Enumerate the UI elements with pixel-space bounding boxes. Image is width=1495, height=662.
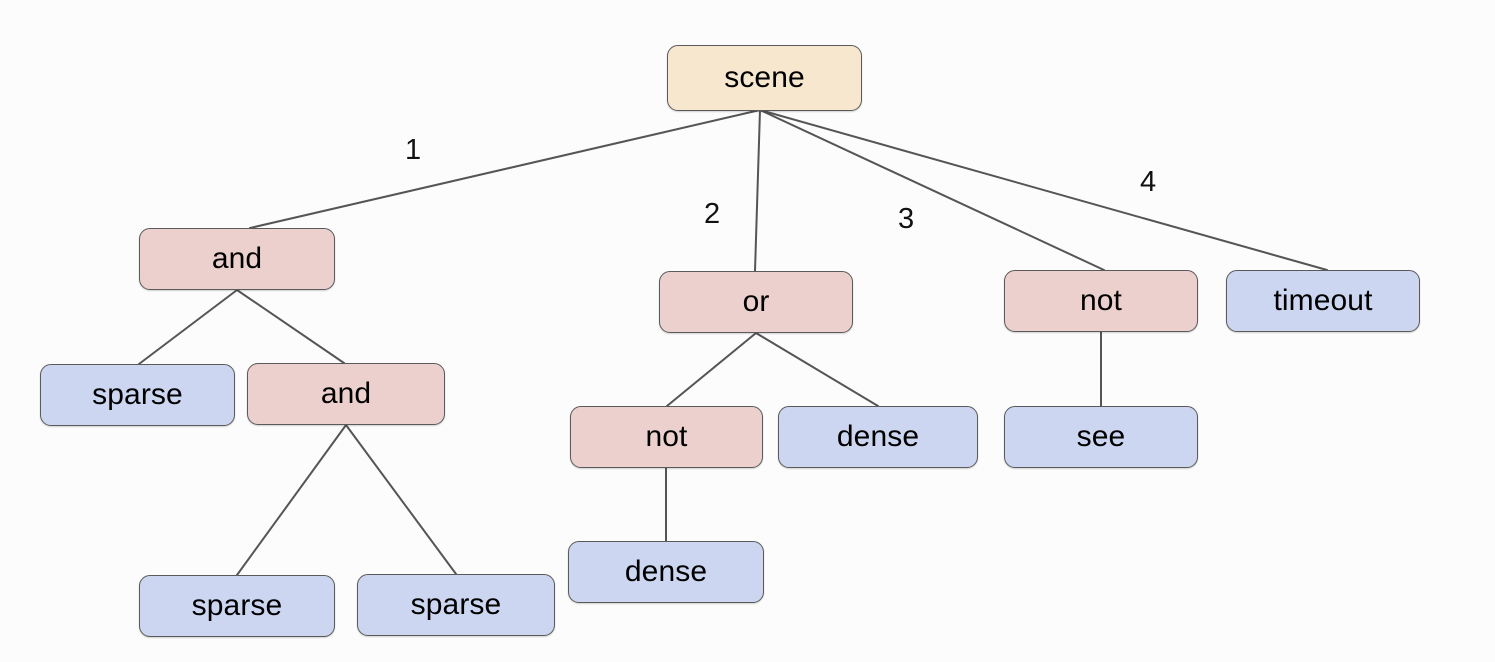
node-not1[interactable]: not [570,406,763,468]
edge-label-2: 2 [704,198,721,230]
node-not2[interactable]: not [1004,270,1198,332]
node-see1[interactable]: see [1004,406,1198,468]
edge-and1-to-sparse1 [138,289,238,365]
node-label-timeout1: timeout [1273,284,1373,317]
node-dense2[interactable]: dense [568,541,764,603]
node-label-not2: not [1079,284,1122,317]
edge-and1-to-and2 [236,289,345,364]
edge-scene-to-and1 [249,109,761,229]
edge-scene-to-or1 [754,109,761,272]
edge-scene-to-timeout1 [759,109,1328,271]
node-dense1[interactable]: dense [778,406,978,468]
edge-and2-to-sparse3 [345,424,457,575]
edge-label-1: 1 [405,134,422,166]
edge-scene-to-not2 [759,109,1105,271]
node-label-and1: and [211,242,263,275]
node-scene[interactable]: scene [667,45,862,111]
node-label-not1: not [645,420,688,453]
node-label-and2: and [320,377,372,410]
node-and1[interactable]: and [139,228,335,290]
node-and2[interactable]: and [247,363,445,425]
node-sparse2[interactable]: sparse [139,575,335,637]
node-timeout1[interactable]: timeout [1226,270,1420,332]
node-label-or1: or [742,285,770,318]
edge-or1-to-not1 [666,332,757,407]
node-or1[interactable]: or [659,271,853,333]
node-label-dense2: dense [624,555,708,588]
node-label-scene: scene [724,61,805,94]
node-label-dense1: dense [836,420,920,453]
edge-label-4: 4 [1140,166,1157,198]
edge-label-3: 3 [898,203,915,235]
edge-and2-to-sparse2 [236,424,347,576]
node-label-sparse1: sparse [92,378,183,411]
node-sparse3[interactable]: sparse [357,574,555,636]
node-sparse1[interactable]: sparse [40,364,235,426]
node-label-sparse3: sparse [410,588,502,621]
edge-or1-to-dense1 [755,332,879,407]
node-label-sparse2: sparse [191,589,283,622]
node-label-see1: see [1076,420,1126,453]
